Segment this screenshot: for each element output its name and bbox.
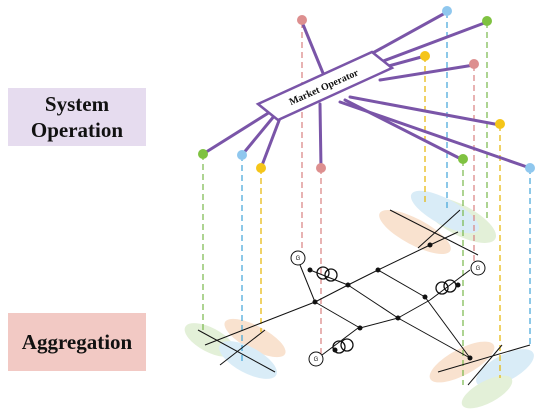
- node-red-1: [297, 15, 307, 25]
- system-operation-line1: System: [44, 92, 110, 116]
- aggregation-ellipses: [184, 190, 534, 409]
- node-yellow-3: [256, 163, 266, 173]
- svg-text:G: G: [476, 266, 481, 272]
- node-yellow-1: [420, 51, 430, 61]
- ellipse-topright-blue: [410, 190, 480, 234]
- dashed-connectors: [202, 12, 531, 385]
- generator-1: G: [290, 250, 338, 282]
- ellipse-left-blue: [219, 341, 277, 379]
- ellipse-bottomright-green: [461, 375, 513, 409]
- svg-text:G: G: [314, 357, 319, 363]
- node-red-3: [316, 163, 326, 173]
- node-red-2: [469, 59, 479, 69]
- operator-spokes: [201, 10, 532, 170]
- system-operation-line2: Operation: [30, 118, 124, 142]
- generator-2: G: [435, 260, 486, 295]
- node-green-3: [198, 149, 208, 159]
- ellipse-bottomright-orange: [429, 341, 495, 383]
- power-grid: [197, 209, 531, 386]
- ellipse-topright-orange: [379, 209, 451, 255]
- node-green-2: [458, 154, 468, 164]
- svg-text:G: G: [296, 256, 301, 262]
- bus-nodes: [307, 242, 473, 361]
- generator-3: G: [308, 338, 354, 367]
- market-operator-box: Market Operator: [255, 50, 395, 122]
- node-blue-1: [442, 6, 452, 16]
- agent-nodes: [198, 6, 535, 173]
- node-blue-2: [525, 163, 535, 173]
- node-yellow-2: [495, 119, 505, 129]
- ellipse-bottomright-blue: [476, 349, 534, 387]
- node-green-1: [482, 16, 492, 26]
- node-blue-3: [237, 150, 247, 160]
- aggregation-label: Aggregation: [8, 313, 146, 371]
- system-operation-label: System Operation: [8, 88, 146, 146]
